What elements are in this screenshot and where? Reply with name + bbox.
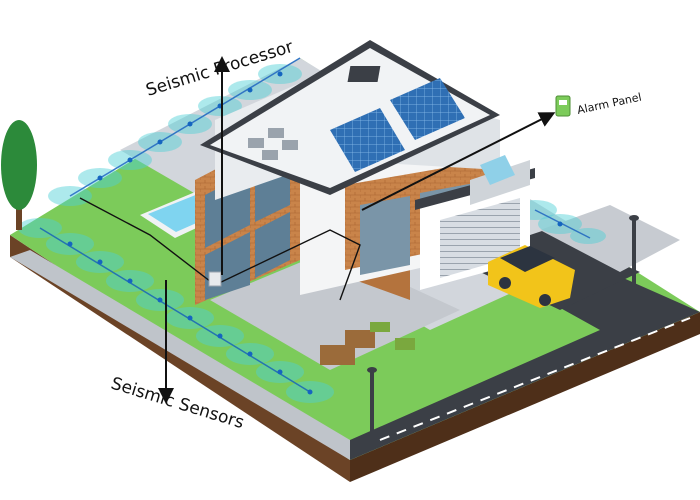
alarm-panel-icon [555, 95, 571, 117]
car [488, 245, 575, 308]
house [195, 40, 535, 305]
alarm-arrow [361, 112, 556, 211]
street-lamp-1 [367, 367, 377, 437]
front-yard-path [210, 250, 460, 370]
sensor-wiring [79, 197, 361, 301]
solar-panel-1 [330, 108, 405, 172]
sensor-nodes [67, 71, 563, 395]
sidewalk [10, 250, 350, 460]
street-lamp-2 [629, 215, 639, 285]
solar-panel-2 [390, 78, 465, 140]
alarm-panel-label: Alarm Panel [576, 91, 643, 117]
tree [1, 120, 37, 230]
seismic-processor-unit [208, 271, 222, 287]
garden-bench [320, 322, 415, 365]
